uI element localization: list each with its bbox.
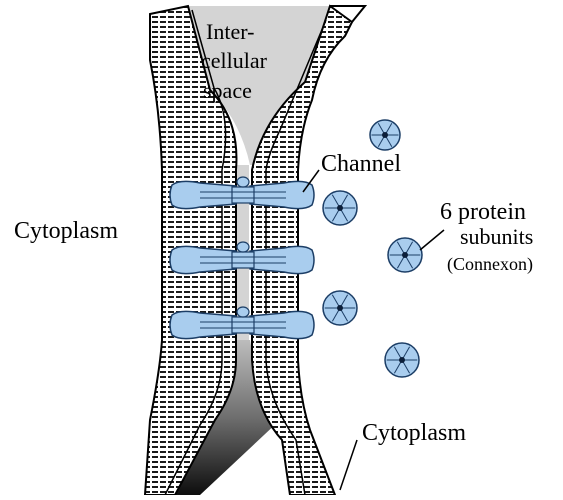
connexon-particle (323, 291, 357, 325)
intercellular-label-line1: Inter- (206, 21, 254, 43)
connexon-particle (323, 191, 357, 225)
intercellular-label-line3: space (203, 80, 252, 102)
cytoplasm-label-left: Cytoplasm (14, 219, 118, 243)
connexon-channels (170, 177, 314, 339)
connexon-particle (388, 238, 422, 272)
connexon-particle (385, 343, 419, 377)
intercellular-label-line2: cellular (201, 50, 267, 72)
subunits-label-line3: (Connexon) (447, 255, 533, 273)
channel-label: Channel (321, 152, 401, 176)
cytoplasm-label-right: Cytoplasm (362, 421, 466, 445)
subunits-pointer (420, 230, 444, 250)
subunits-label-line2: subunits (460, 226, 533, 248)
connexon-particle (370, 120, 400, 150)
subunits-label-line1: 6 protein (440, 200, 526, 224)
cytoplasm-pointer (340, 440, 357, 490)
